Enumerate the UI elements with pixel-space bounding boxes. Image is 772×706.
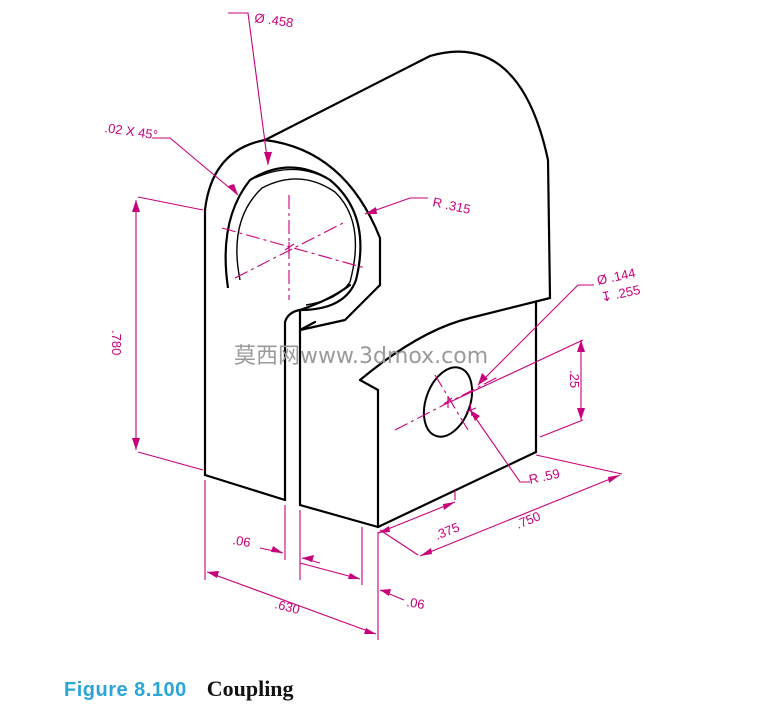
- arrowheads: [132, 152, 620, 634]
- figure-title: Coupling: [206, 676, 294, 701]
- left-block-bottom: [203, 473, 287, 502]
- slot-width-right-label: .06: [405, 594, 425, 612]
- left-slot-edge: [283, 308, 302, 502]
- slot-width-left-label: .06: [231, 532, 251, 550]
- top-arch-left: [263, 54, 432, 142]
- left-front-face: [203, 138, 267, 477]
- bore-diameter-label: Ø .458: [254, 10, 295, 30]
- height-label: .780: [109, 330, 124, 355]
- figure-number: Figure 8.100: [64, 679, 187, 701]
- dimension-lines: [135, 12, 623, 640]
- watermark: 莫西网www.3dmox.com: [234, 344, 488, 369]
- object-outline: [203, 50, 552, 529]
- hole-radius-label: R .59: [528, 466, 562, 487]
- overall-depth-label: .750: [514, 508, 543, 531]
- bore-chamfer-circle: [254, 168, 331, 181]
- right-lower-bottom: [376, 450, 538, 529]
- outer-radius-label: R .315: [431, 194, 472, 217]
- hole-offset-label: .375: [433, 519, 462, 542]
- front-arch-right: [263, 138, 382, 287]
- step-top: [298, 320, 317, 332]
- lower-step: [358, 296, 552, 392]
- right-block-bottom: [298, 503, 380, 529]
- bore-outer-circle: [224, 166, 362, 312]
- bore-inner-circle: [236, 178, 357, 306]
- bore: [224, 166, 362, 312]
- hole-center-marks: [284, 242, 477, 417]
- chamfer-label: .02 X 45°: [104, 120, 159, 142]
- top-arch-curve: [428, 50, 552, 300]
- overall-width-label: .630: [273, 596, 301, 617]
- step-face: [298, 283, 382, 332]
- side-hole: [422, 366, 474, 438]
- hole-height-label: .25: [567, 370, 582, 388]
- figure-caption: Figure 8.100 Coupling: [64, 676, 294, 702]
